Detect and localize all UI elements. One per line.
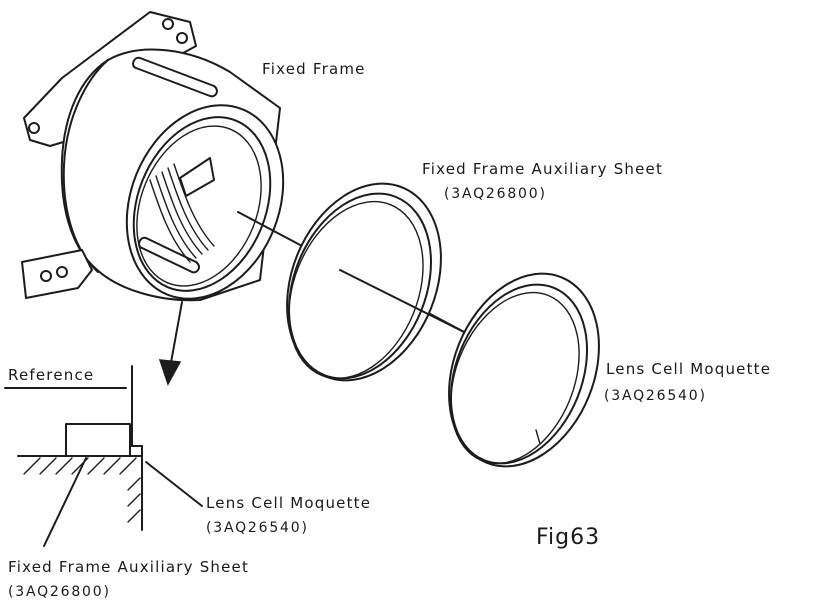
label-detail-moquette: Lens Cell Moquette — [206, 494, 371, 512]
frame-inner-tab — [179, 157, 215, 197]
frame-threads — [149, 163, 215, 263]
fixed-frame — [21, 11, 285, 302]
frame-inner-ring — [136, 125, 262, 287]
leader-aux-sheet — [43, 457, 87, 547]
label-aux-sheet-part: (3AQ26800) — [444, 186, 547, 202]
frame-bottom-slot — [138, 236, 200, 274]
mount-hole — [28, 122, 40, 134]
moquette-section — [65, 423, 131, 457]
aux-sheet-section — [129, 445, 143, 457]
mount-hole — [56, 266, 68, 278]
section-detail — [4, 365, 203, 547]
label-detail-aux-sheet-part: (3AQ26800) — [8, 584, 111, 600]
label-detail-aux-sheet: Fixed Frame Auxiliary Sheet — [8, 558, 249, 576]
frame-front-ring — [125, 104, 285, 300]
label-detail-moquette-part: (3AQ26540) — [206, 520, 309, 536]
detail-arrow — [158, 301, 183, 386]
leader-moquette — [145, 461, 203, 507]
frame-top-slot — [132, 56, 218, 98]
mount-hole — [162, 18, 174, 30]
figure-number: Fig63 — [536, 525, 600, 550]
hatching — [23, 457, 141, 523]
assembly-axis-line — [339, 269, 477, 339]
mount-hole — [40, 270, 52, 282]
label-lens-cell-moquette: Lens Cell Moquette — [606, 360, 771, 378]
label-reference: Reference — [8, 366, 94, 384]
label-aux-sheet: Fixed Frame Auxiliary Sheet — [422, 160, 663, 178]
mount-hole — [176, 32, 188, 44]
label-fixed-frame: Fixed Frame — [262, 60, 366, 78]
label-lens-cell-moquette-part: (3AQ26540) — [604, 388, 707, 404]
lens-cell-moquette-ring — [448, 272, 600, 468]
barrel-shell-edge — [62, 59, 109, 273]
frame-inner-ring — [132, 116, 272, 292]
